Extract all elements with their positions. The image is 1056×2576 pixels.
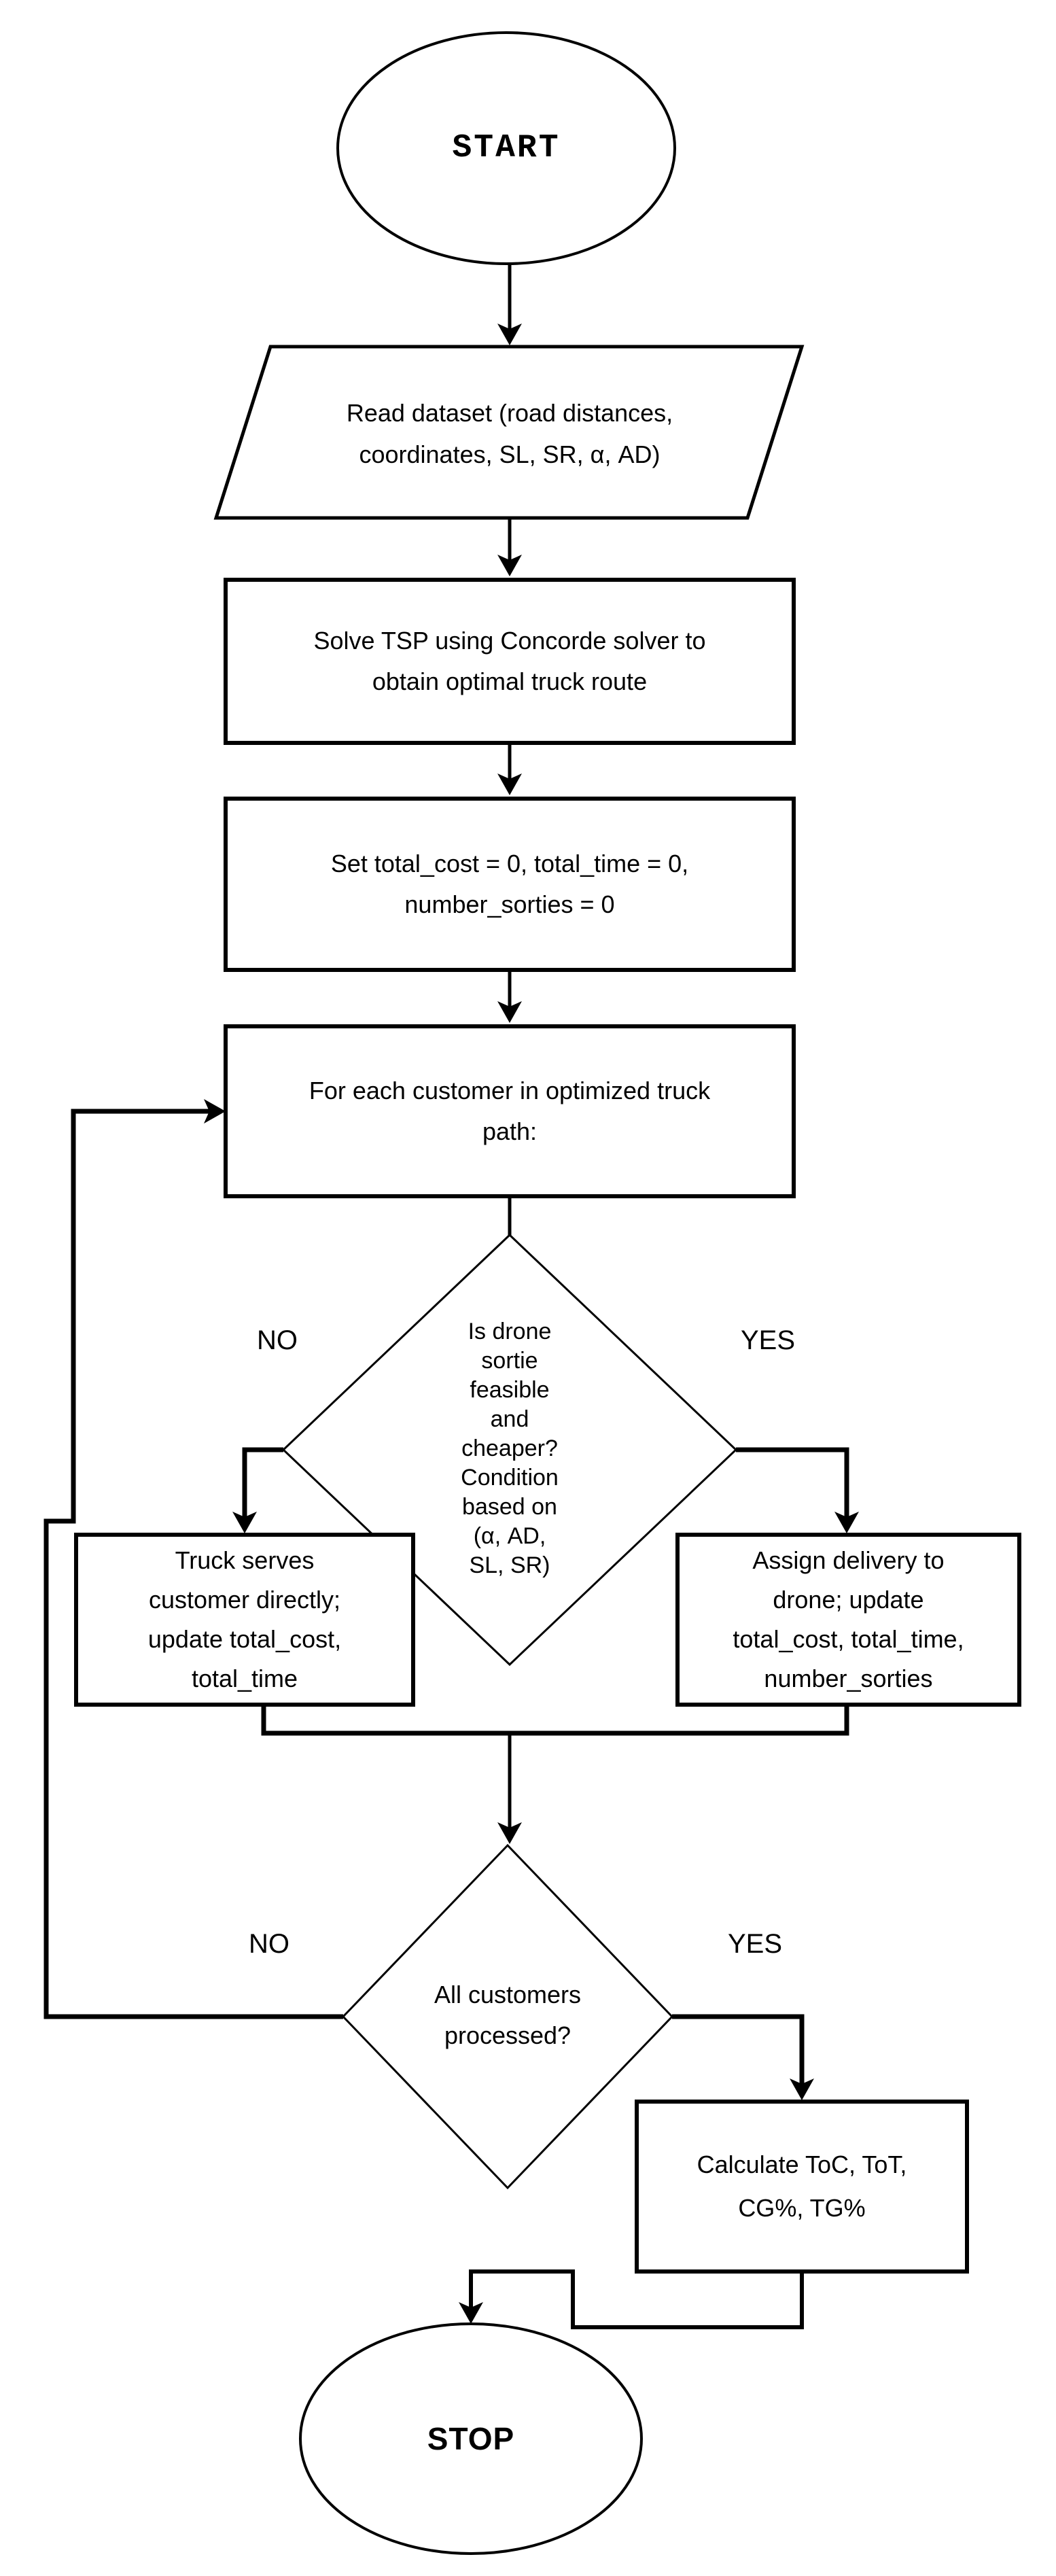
for-each-customer-label: For each customer in optimized truck pat… [309,1077,711,1145]
all-customers-decision-label: All customers processed? [434,1981,582,2049]
arrowhead-for-each [497,1001,522,1023]
drone-no-label: NO [257,1325,298,1355]
truck-serves-rect [74,1533,415,1707]
edge-drone-yes [736,1447,849,1517]
processed-no-label: NO [249,1929,289,1959]
read-dataset-label: Read dataset (road distances, coordinate… [346,399,673,468]
edge-calculate-to-stop [469,2269,804,2329]
solve-tsp-label: Solve TSP using Concorde solver to obtai… [313,627,706,695]
start-ellipse [336,31,676,265]
edge-processed-yes [672,2014,805,2084]
stop-label: STOP [427,2421,515,2456]
arrowhead-all-customers [497,1822,522,1844]
arrowhead-assign-drone [834,1512,859,1533]
edge-processed-no-loop [43,1109,343,2019]
truck-serves-label: Truck serves customer directly; update t… [147,1546,342,1692]
arrowhead-calculate [790,2078,814,2100]
edge-drone-no [242,1447,283,1517]
drone-decision-label: Is drone sortie feasible and cheaper? Co… [461,1318,559,1578]
assign-drone-rect [675,1533,1021,1707]
read-dataset-parallelogram [213,345,805,520]
drone-yes-label: YES [740,1325,796,1355]
arrowhead-init-counters [497,773,522,795]
solve-tsp-rect [224,578,796,745]
stop-ellipse [299,2322,643,2555]
arrowhead-read-dataset [497,324,522,345]
arrowhead-loop-for-each [204,1099,226,1124]
init-counters-label: Set total_cost = 0, total_time = 0, numb… [330,850,689,918]
init-counters-rect [224,797,796,972]
arrowhead-solve-tsp [497,555,522,576]
assign-drone-label: Assign delivery to drone; update total_c… [733,1546,964,1692]
arrowhead-truck-serves [232,1512,257,1533]
all-customers-decision-diamond [341,1843,674,2190]
for-each-customer-rect [224,1024,796,1198]
arrowhead-stop [459,2302,483,2324]
edge-branch-merge [261,1705,849,1736]
calculate-metrics-label: Calculate ToC, ToT, CG%, TG% [697,2151,907,2222]
processed-yes-label: YES [727,1929,783,1959]
start-label: START [452,130,561,167]
